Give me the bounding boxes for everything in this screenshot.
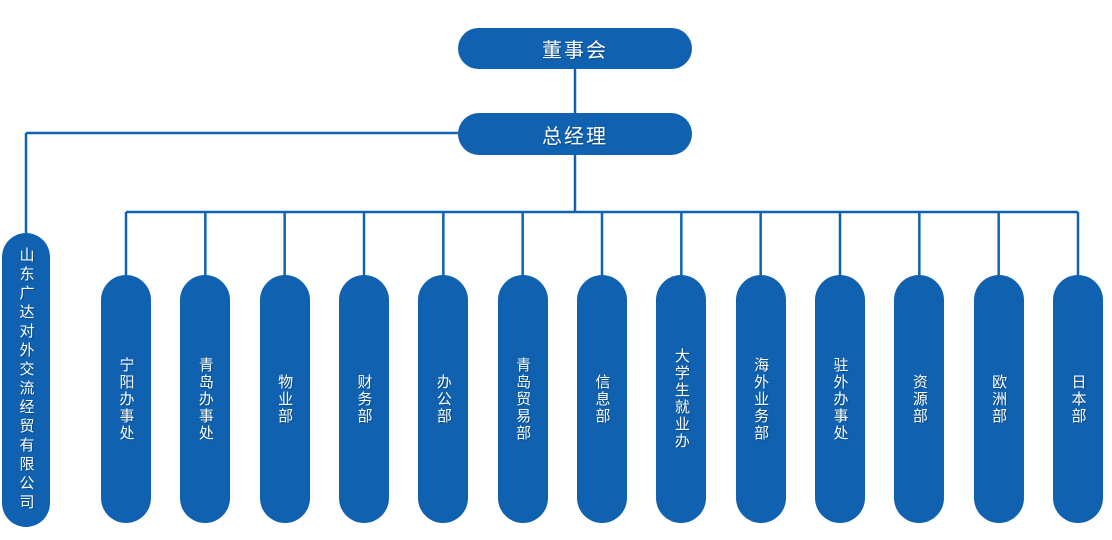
node-department-label: 信息部: [593, 373, 611, 425]
node-general-manager-label: 总经理: [542, 125, 608, 148]
node-department: 资源部: [894, 275, 945, 523]
node-department-label: 青岛贸易部: [514, 356, 532, 442]
node-department: 物业部: [259, 275, 310, 523]
node-department-label: 青岛办事处: [196, 356, 214, 442]
node-department: 青岛办事处: [180, 275, 231, 523]
node-department: 办公部: [418, 275, 469, 523]
node-department-label: 欧洲部: [990, 373, 1008, 425]
node-department: 日本部: [1053, 275, 1103, 523]
node-department-label: 驻外办事处: [831, 356, 849, 442]
node-department: 青岛贸易部: [497, 275, 548, 523]
node-department-label: 资源部: [910, 373, 928, 425]
node-department-label: 宁阳办事处: [117, 356, 135, 442]
node-department: 信息部: [577, 275, 627, 523]
node-department: 欧洲部: [973, 275, 1024, 523]
node-department: 大学生就业办: [656, 275, 707, 523]
node-department: 宁阳办事处: [101, 275, 151, 523]
node-department-label: 物业部: [276, 373, 294, 425]
node-department-label: 日本部: [1069, 373, 1087, 425]
node-department: 驻外办事处: [815, 275, 865, 523]
node-department-label: 海外业务部: [752, 356, 770, 442]
node-board-of-directors: 董事会: [458, 28, 692, 69]
node-department: 财务部: [339, 275, 389, 523]
node-department: 海外业务部: [735, 275, 786, 523]
node-department-label: 财务部: [355, 373, 373, 425]
node-department-label: 办公部: [434, 373, 452, 425]
node-board-label: 董事会: [542, 40, 608, 62]
node-company: 山东广达对外交流经贸有限公司: [2, 233, 50, 527]
node-department-label: 大学生就业办: [672, 348, 690, 450]
node-general-manager: 总经理: [458, 113, 692, 155]
node-company-label: 山东广达对外交流经贸有限公司: [17, 247, 35, 513]
